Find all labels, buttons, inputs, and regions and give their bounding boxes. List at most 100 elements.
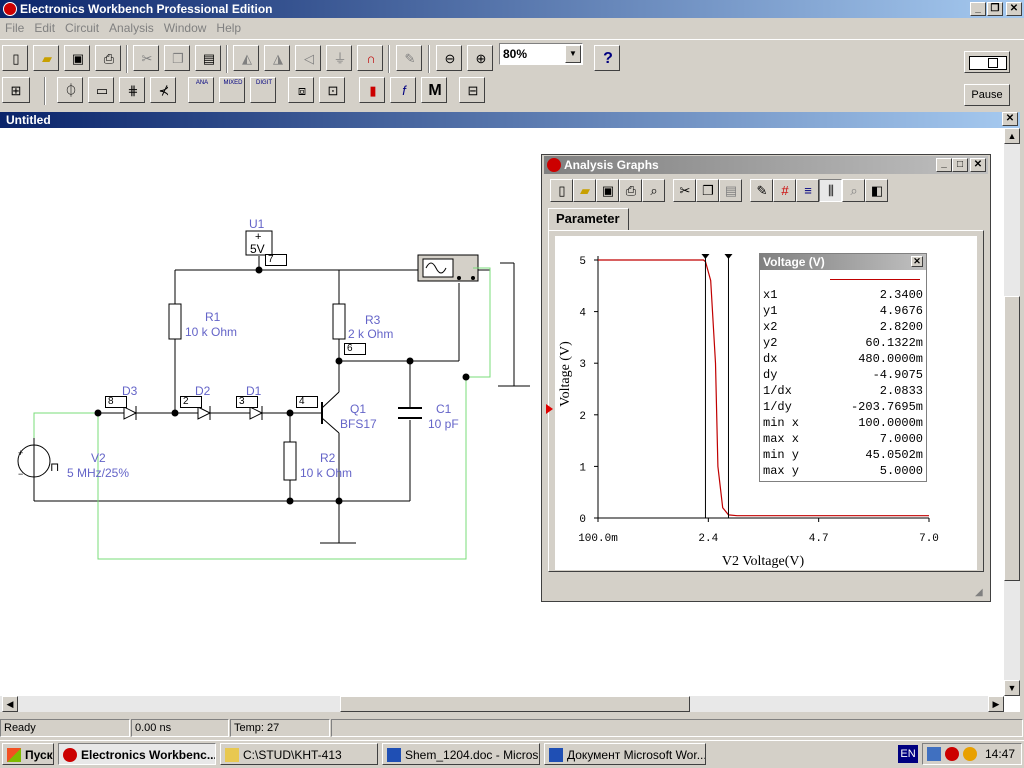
graph-button[interactable]: ∩ xyxy=(357,45,383,71)
ag-new-button[interactable]: ▯ xyxy=(550,179,573,202)
diodes-bin-button[interactable]: ⋕ xyxy=(119,77,145,103)
scroll-right-button[interactable]: ▶ xyxy=(988,696,1004,712)
taskbar-item-word-doc-2[interactable]: Документ Microsoft Wor... xyxy=(544,743,706,765)
tab-parameter[interactable]: Parameter xyxy=(548,208,629,230)
app-icon[interactable] xyxy=(3,2,17,16)
close-button[interactable]: ✕ xyxy=(1006,2,1022,16)
menu-window[interactable]: Window xyxy=(163,21,207,35)
document-close-button[interactable]: ✕ xyxy=(1002,112,1018,126)
ag-open-button[interactable]: ▰ xyxy=(573,179,596,202)
component-properties-button[interactable]: ✎ xyxy=(396,45,422,71)
vertical-scrollbar[interactable]: ▲ ▼ xyxy=(1004,128,1020,696)
ag-zoom-button[interactable]: ⌕ xyxy=(842,179,865,202)
logic-gates-bin-button[interactable]: ⧈ xyxy=(288,77,314,103)
schematic[interactable]: ⊓ + − + xyxy=(0,128,540,578)
restore-button[interactable]: ❐ xyxy=(987,2,1003,16)
menu-help[interactable]: Help xyxy=(216,21,242,35)
digital-ics-bin-button[interactable]: DIGIT xyxy=(250,77,276,103)
ag-grid-button[interactable]: # xyxy=(773,179,796,202)
new-button[interactable]: ▯ xyxy=(2,45,28,71)
copy-button[interactable]: ❐ xyxy=(164,45,190,71)
copy-icon: ❐ xyxy=(172,51,184,66)
ag-save-button[interactable]: ▣ xyxy=(596,179,619,202)
minimize-button[interactable]: _ xyxy=(970,2,986,16)
taskbar-item-word-doc[interactable]: Shem_1204.doc - Micros... xyxy=(382,743,540,765)
analog-ics-bin-button[interactable]: ANA xyxy=(188,77,214,103)
pause-button[interactable]: Pause xyxy=(964,84,1010,106)
open-button[interactable]: ▰ xyxy=(33,45,59,71)
ag-cut-button[interactable]: ✂ xyxy=(673,179,696,202)
mixed-ics-bin-button[interactable]: MIXED xyxy=(219,77,245,103)
transistors-bin-button[interactable]: ⊀ xyxy=(150,77,176,103)
ag-properties-button[interactable]: ✎ xyxy=(750,179,773,202)
svg-text:+: + xyxy=(18,448,23,458)
cursor-panel-close-button[interactable]: ✕ xyxy=(911,256,923,267)
ag-print-button[interactable]: ⎙ xyxy=(619,179,642,202)
analysis-minimize-button[interactable]: _ xyxy=(936,158,952,172)
start-button[interactable]: Пуск xyxy=(2,743,54,765)
chart-y-tick-label: 3 xyxy=(579,359,586,371)
analysis-maximize-button[interactable]: □ xyxy=(952,158,968,172)
menu-analysis[interactable]: Analysis xyxy=(109,21,154,35)
print-button[interactable]: ⎙ xyxy=(95,45,121,71)
indicators-bin-button[interactable]: ▮ xyxy=(359,77,385,103)
paste-button[interactable]: ▤ xyxy=(195,45,221,71)
ag-reverse-colors-button[interactable]: ◧ xyxy=(865,179,888,202)
help-button[interactable]: ? xyxy=(594,45,620,71)
favorites-bin-button[interactable]: ⊞ xyxy=(2,77,30,103)
scroll-up-button[interactable]: ▲ xyxy=(1004,128,1020,144)
miscellaneous-bin-button[interactable]: M xyxy=(421,77,447,103)
c1-name: C1 xyxy=(436,402,452,416)
zoom-out-button[interactable]: ⊖ xyxy=(436,45,462,71)
zoom-select[interactable]: 80% ▼ xyxy=(499,43,583,65)
cursor-panel-title-bar[interactable]: Voltage (V) ✕ xyxy=(760,254,926,270)
tray-app-icon[interactable] xyxy=(945,747,959,761)
power-switch[interactable] xyxy=(964,51,1010,73)
horizontal-scroll-thumb[interactable] xyxy=(340,696,690,712)
app-title-bar: Electronics Workbench Professional Editi… xyxy=(0,0,1024,18)
scroll-left-button[interactable]: ◀ xyxy=(2,696,18,712)
controls-bin-button[interactable]: f xyxy=(390,77,416,103)
menu-circuit[interactable]: Circuit xyxy=(65,21,100,35)
menu-file[interactable]: File xyxy=(5,21,25,35)
chart-x-tick-label: 4.7 xyxy=(809,533,829,545)
tray-app-icon-2[interactable] xyxy=(963,747,977,761)
ag-print-preview-button[interactable]: ⌕ xyxy=(642,179,665,202)
subcircuit-button[interactable]: ⏚ xyxy=(326,45,352,71)
word-icon xyxy=(549,748,563,762)
vertical-scroll-thumb[interactable] xyxy=(1004,296,1020,581)
taskbar-item-folder[interactable]: C:\STUD\KHT-413 xyxy=(220,743,378,765)
flip-vertical-button[interactable]: ◁ xyxy=(295,45,321,71)
resize-grip-icon[interactable]: ◢ xyxy=(975,587,983,598)
cursor-row-value: 60.1322m xyxy=(865,336,923,350)
chart-x-tick-label: 100.0m xyxy=(578,533,618,545)
zoom-in-button[interactable]: ⊕ xyxy=(467,45,493,71)
basic-bin-button[interactable]: ▭ xyxy=(88,77,114,103)
ag-paste-button[interactable]: ▤ xyxy=(719,179,742,202)
analysis-close-button[interactable]: ✕ xyxy=(970,158,986,172)
sources-bin-button[interactable]: ⏀ xyxy=(57,77,83,103)
digital-bin-button[interactable]: ⊡ xyxy=(319,77,345,103)
d1-name: D1 xyxy=(246,384,262,398)
ag-cursors-button[interactable]: ⫼ xyxy=(819,179,842,202)
scroll-down-button[interactable]: ▼ xyxy=(1004,680,1020,696)
flip-horizontal-button[interactable]: ◮ xyxy=(264,45,290,71)
taskbar-item-ewb[interactable]: Electronics Workbenc... xyxy=(58,743,216,765)
rotate-button[interactable]: ◭ xyxy=(233,45,259,71)
cut-button[interactable]: ✂ xyxy=(133,45,159,71)
instruments-bin-button[interactable]: ⊟ xyxy=(459,77,485,103)
horizontal-scrollbar[interactable]: ◀ ▶ xyxy=(0,696,1004,712)
menu-edit[interactable]: Edit xyxy=(34,21,56,35)
network-icon[interactable] xyxy=(927,747,941,761)
chart-cursor-marker xyxy=(701,254,710,259)
cursor-row-value: 5.0000 xyxy=(879,464,923,478)
save-button[interactable]: ▣ xyxy=(64,45,90,71)
language-indicator[interactable]: EN xyxy=(898,745,918,763)
cursor-row-key: x2 xyxy=(763,320,778,334)
ag-legend-button[interactable]: ≡ xyxy=(796,179,819,202)
chevron-down-icon[interactable]: ▼ xyxy=(565,45,581,63)
ag-copy-button[interactable]: ❐ xyxy=(696,179,719,202)
analysis-graphs-title-bar[interactable]: Analysis Graphs _ □ ✕ xyxy=(544,156,988,174)
